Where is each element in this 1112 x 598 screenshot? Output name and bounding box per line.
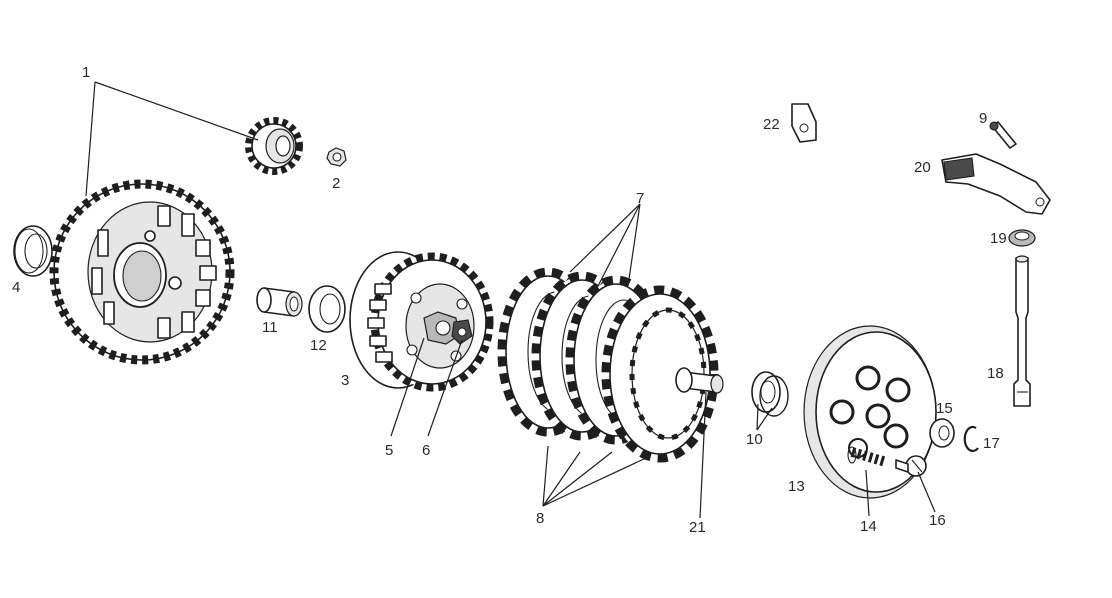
part-21-pushrod [675, 367, 724, 394]
part-12-spacer [308, 285, 346, 333]
part-16-screw [895, 455, 927, 477]
callout-12: 12 [310, 337, 327, 354]
callout-labels: 1 2 3 4 5 6 7 8 9 10 11 12 13 14 15 16 1… [12, 64, 1007, 536]
part-3-clutch-hub [349, 251, 494, 392]
part-5-hub-nut [423, 311, 459, 345]
callout-5: 5 [385, 442, 393, 459]
part-14-spring [847, 446, 888, 467]
callout-20: 20 [914, 159, 931, 176]
part-18-release-shaft [1013, 255, 1031, 407]
callout-17: 17 [983, 435, 1000, 452]
plate-4 [601, 285, 719, 463]
part-1-pinion-gear [245, 117, 303, 175]
callout-22: 22 [763, 116, 780, 133]
part-13-pressure-plate [803, 325, 937, 499]
callout-8: 8 [536, 510, 544, 527]
callout-9: 9 [979, 110, 987, 127]
callout-11: 11 [262, 319, 278, 336]
callout-15: 15 [936, 400, 953, 417]
part-15-washer [929, 418, 955, 448]
part-17-circlip [963, 425, 979, 453]
leader-lines [85, 81, 936, 519]
callout-3: 3 [341, 372, 349, 389]
part-2-nut [326, 147, 347, 167]
part-10-bearing [751, 371, 789, 417]
callout-7: 7 [636, 190, 644, 207]
part-1-primary-gear [49, 179, 235, 365]
part-6-lock-washer [451, 319, 473, 345]
callout-14: 14 [860, 518, 877, 535]
part-7-8-clutch-plates [497, 267, 719, 463]
part-4-washer [13, 225, 53, 277]
callout-21: 21 [689, 519, 706, 536]
part-11-bushing [256, 287, 303, 317]
part-20-release-lever [941, 153, 1051, 215]
callout-4: 4 [12, 279, 20, 296]
callout-13: 13 [788, 478, 805, 495]
callout-16: 16 [929, 512, 946, 529]
callout-10: 10 [746, 431, 763, 448]
callout-1: 1 [82, 64, 90, 81]
part-19-seal [1008, 229, 1036, 247]
part-22-clip [791, 103, 817, 143]
callout-6: 6 [422, 442, 430, 459]
part-9-bolt [989, 121, 1017, 149]
callout-18: 18 [987, 365, 1004, 382]
callout-2: 2 [332, 175, 340, 192]
callout-19: 19 [990, 230, 1007, 247]
